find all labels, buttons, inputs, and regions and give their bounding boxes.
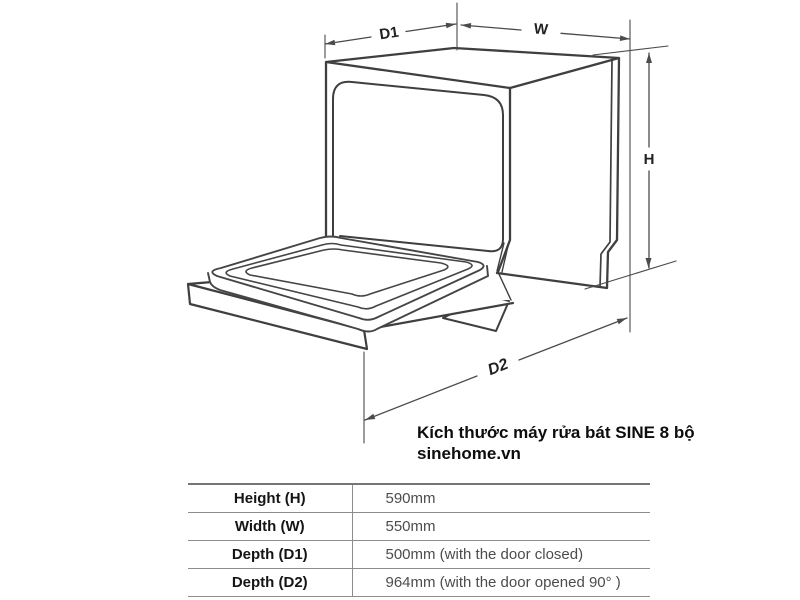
d2-arrow-left (365, 413, 376, 420)
dish-tray (207, 235, 489, 333)
tray-outer-lip (211, 235, 485, 321)
machine-faces-fill (326, 48, 619, 288)
row-value: 500mm (with the door closed) (385, 546, 584, 563)
machine-side-groove (599, 59, 613, 288)
row-value: 964mm (with the door opened 90° ) (385, 574, 621, 591)
row-label: Height (H) (188, 485, 353, 512)
dishwasher-dimension-diagram: D1 W H D2 (186, 2, 677, 444)
row-value: 590mm (385, 490, 436, 507)
h-arrow-top (646, 53, 652, 63)
dimension-label-d2: D2 (486, 356, 511, 379)
table-row-depth-d1: Depth (D1) 500mm (with the door closed) (188, 541, 650, 569)
machine-front-panel (332, 80, 504, 253)
row-label: Depth (D1) (188, 541, 353, 568)
tray-inner-lip (225, 242, 473, 310)
row-value: 550mm (385, 518, 436, 535)
machine-body (324, 46, 621, 332)
diagram-caption: Kích thước máy rửa bát SINE 8 bộ sinehom… (417, 422, 695, 464)
door-hinge (496, 242, 512, 301)
dimension-label-h: H (644, 151, 655, 168)
table-row-depth-d2: Depth (D2) 964mm (with the door opened 9… (188, 569, 650, 597)
d2-arrow-right (616, 318, 627, 325)
dimension-label-d1: D1 (378, 24, 400, 44)
dimension-lines (324, 23, 650, 421)
d1-arrow-right (445, 22, 456, 29)
tray-floor (245, 248, 449, 297)
dimension-annotations: D1 W H D2 (324, 2, 677, 444)
arrowheads (325, 22, 652, 420)
tray-lip-wall (207, 265, 489, 333)
d1-arrow-left (325, 39, 336, 46)
w-arrow-right (619, 35, 630, 41)
extension-lines (324, 2, 677, 444)
caption-title: Kích thước máy rửa bát SINE 8 bộ (417, 423, 695, 442)
h-arrow-bottom (645, 258, 652, 268)
caption-website: sinehome.vn (417, 444, 521, 463)
table-row-height: Height (H) 590mm (188, 485, 650, 513)
table-row-width: Width (W) 550mm (188, 513, 650, 541)
dimension-label-w: W (533, 20, 549, 38)
row-label: Depth (D2) (188, 569, 353, 596)
row-label: Width (W) (188, 513, 353, 540)
w-arrow-left (461, 23, 472, 29)
dimensions-table: Height (H) 590mm Width (W) 550mm Depth (… (188, 483, 650, 597)
door-edges (186, 280, 515, 351)
